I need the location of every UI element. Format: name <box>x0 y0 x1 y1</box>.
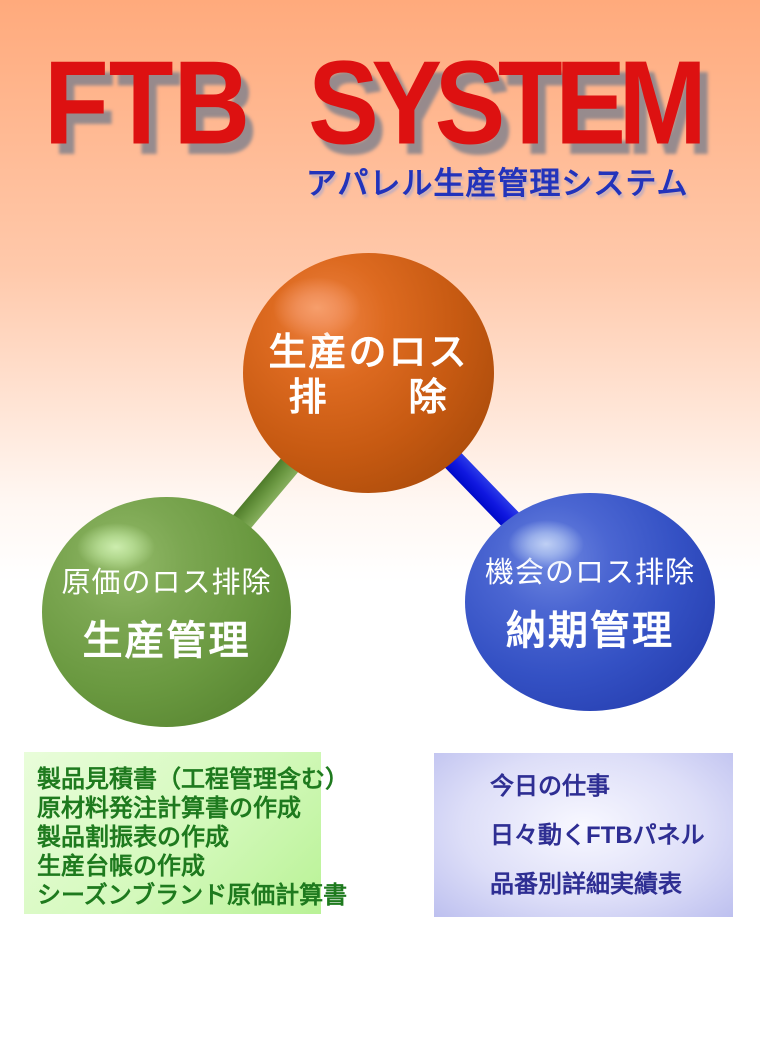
sphere-cost-loss-caption: 原価のロス排除 <box>61 566 272 599</box>
sphere-opportunity-loss-caption: 機会のロス排除 <box>484 556 695 589</box>
menu-item[interactable]: 品番別詳細実績表 <box>490 871 682 898</box>
menu-item[interactable]: 生産台帳の作成 <box>37 853 205 880</box>
menu-item[interactable]: 今日の仕事 <box>490 773 610 800</box>
menu-item[interactable]: 製品割振表の作成 <box>37 824 229 851</box>
app-title-brand: FTB <box>44 37 251 170</box>
delivery-menu-panel: 今日の仕事 日々動くFTBパネル 品番別詳細実績表 <box>434 753 733 917</box>
sphere-highlight <box>273 277 361 339</box>
sphere-cost-loss-name: 生産管理 <box>82 618 251 663</box>
production-menu-panel: 製品見積書（工程管理含む） 原材料発注計算書の作成 製品割振表の作成 生産台帳の… <box>24 752 349 914</box>
sphere-production-loss-line1: 生産のロス <box>268 332 469 374</box>
sphere-production-loss[interactable]: 生産のロス 排 除 <box>243 253 494 493</box>
menu-item[interactable]: 原材料発注計算書の作成 <box>37 795 301 822</box>
sphere-production-loss-line2: 排 除 <box>288 377 449 419</box>
app-title-product: SYSTEM <box>308 37 707 170</box>
app-subtitle: アパレル生産管理システム <box>306 166 689 201</box>
sphere-opportunity-loss-name: 納期管理 <box>506 608 674 653</box>
menu-item[interactable]: 製品見積書（工程管理含む） <box>37 766 349 793</box>
menu-item[interactable]: シーズンブランド原価計算書 <box>37 882 348 909</box>
app-title: FTB SYSTEM <box>44 37 707 170</box>
menu-item[interactable]: 日々動くFTBパネル <box>490 822 705 849</box>
sphere-cost-loss[interactable]: 原価のロス排除 生産管理 <box>42 497 291 727</box>
sphere-opportunity-loss[interactable]: 機会のロス排除 納期管理 <box>465 493 715 711</box>
